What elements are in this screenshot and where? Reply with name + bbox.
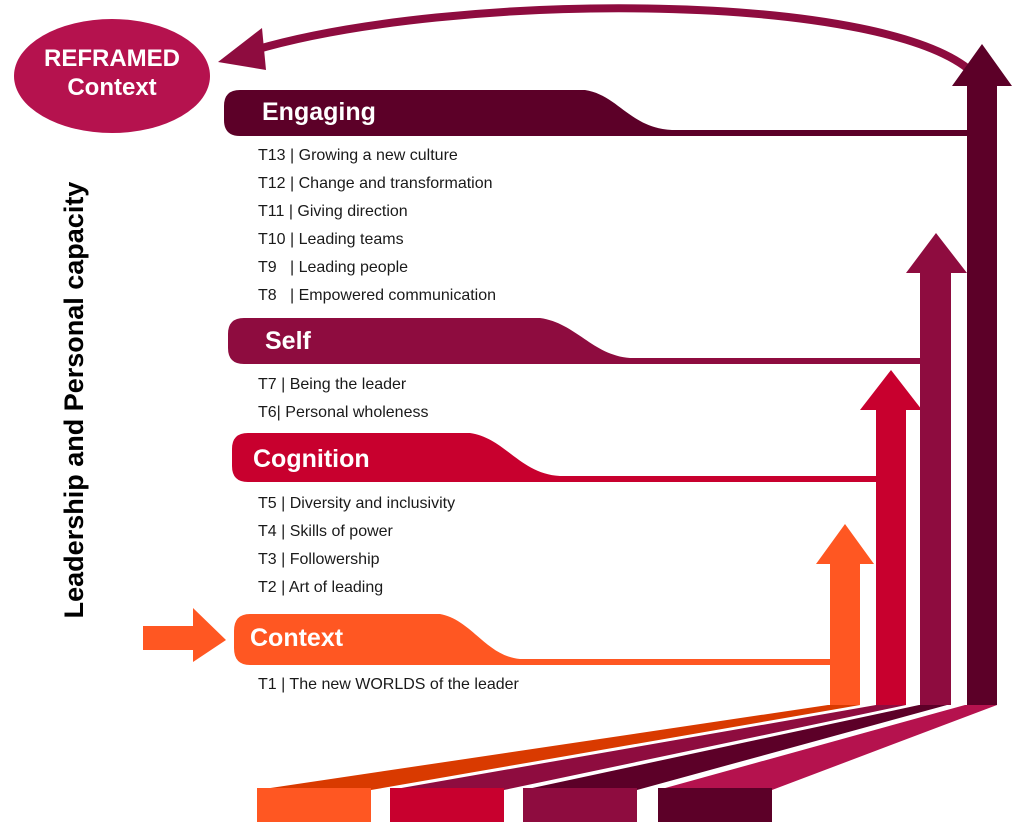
topic-t2: T2 | Art of leading [258, 579, 384, 596]
band-label-cognition: Cognition [253, 445, 370, 473]
band-cognition [232, 433, 892, 482]
base-block-engaging [658, 788, 772, 822]
arrow-context [816, 524, 874, 705]
reframed-ellipse [14, 19, 210, 133]
topic-t7: T7 | Being the leader [258, 376, 407, 393]
topic-t8: T8 | Empowered communication [258, 287, 497, 304]
base-ribbon-context [257, 705, 860, 790]
return-arrowhead [218, 28, 266, 70]
reframed-line-2: Context [67, 74, 157, 101]
topic-t1: T1 | The new WORLDS of the leader [258, 676, 519, 693]
topic-t4: T4 | Skills of power [258, 523, 393, 540]
entry-arrow [143, 608, 226, 662]
topic-t11: T11 | Giving direction [258, 203, 408, 220]
topic-t5: T5 | Diversity and inclusivity [258, 495, 456, 512]
side-label: Leadership and Personal capacity [59, 181, 89, 619]
band-label-self: Self [265, 327, 311, 355]
topic-t10: T10 | Leading teams [258, 231, 404, 248]
base-block-cognition [390, 788, 504, 822]
base-ribbon-engaging [658, 705, 997, 790]
topic-t13: T13 | Growing a new culture [258, 147, 458, 164]
base-block-self [523, 788, 637, 822]
base-ribbon-self [523, 705, 947, 790]
base-ribbon-cognition [390, 705, 906, 790]
topic-t12: T12 | Change and transformation [258, 175, 493, 192]
base-block-context [257, 788, 371, 822]
band-context [234, 614, 842, 665]
band-self [228, 318, 938, 364]
band-label-context: Context [250, 624, 344, 652]
arrow-cognition [860, 370, 922, 705]
return-arc [246, 4, 981, 81]
band-engaging [224, 90, 982, 136]
reframed-line-1: REFRAMED [44, 45, 180, 72]
band-label-engaging: Engaging [262, 98, 376, 126]
arrow-self [906, 233, 967, 705]
topic-t3: T3 | Followership [258, 551, 380, 568]
arrow-engaging [952, 44, 1012, 705]
topic-t9: T9 | Leading people [258, 259, 409, 276]
reframed-label: REFRAMED Context [14, 44, 210, 102]
topic-t6: T6| Personal wholeness [258, 404, 429, 421]
